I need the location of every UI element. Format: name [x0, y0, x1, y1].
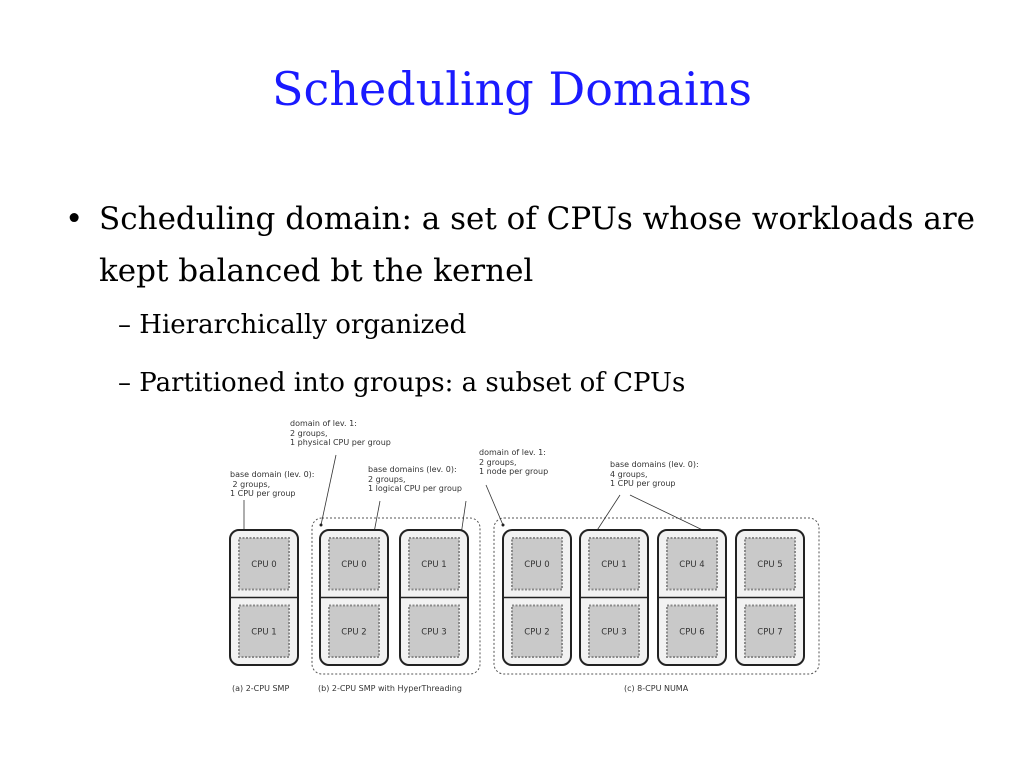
scheduling-domains-diagram: domain of lev. 1: 2 groups, 1 physical C… [228, 415, 828, 705]
leader-dot [501, 523, 505, 527]
cpu-label: CPU 0 [341, 560, 366, 570]
cpu-label: CPU 7 [757, 627, 782, 637]
cpu-label: CPU 3 [421, 627, 446, 637]
caption-b: (b) 2-CPU SMP with HyperThreading [318, 684, 462, 693]
cpu-label: CPU 1 [601, 560, 626, 570]
cpu-package: CPU 0 CPU 2 [319, 529, 389, 666]
annotation-c-level1: domain of lev. 1: 2 groups, 1 node per g… [479, 448, 549, 476]
cpu-chip [666, 537, 718, 591]
slide-title: Scheduling Domains [272, 62, 752, 116]
cpu-chip [666, 604, 718, 658]
bullet-dot: • [65, 201, 84, 237]
cpu-chip [408, 604, 460, 658]
cpu-label: CPU 0 [524, 560, 549, 570]
cpu-chip [511, 604, 563, 658]
cpu-package: CPU 4 CPU 6 [657, 529, 727, 666]
annotation-b-level1: domain of lev. 1: 2 groups, 1 physical C… [290, 419, 391, 447]
annotation-b-base: base domains (lev. 0): 2 groups, 1 logic… [368, 465, 462, 493]
cpu-chip [238, 604, 290, 658]
cpu-label: CPU 5 [757, 560, 782, 570]
leader-line [320, 454, 337, 526]
cpu-chip [328, 537, 380, 591]
leader-line [593, 494, 621, 536]
cpu-chip [744, 537, 796, 591]
domain-c-outline [493, 517, 820, 675]
leader-line [485, 484, 504, 526]
cpu-package: CPU 0 CPU 1 [229, 529, 299, 666]
cpu-label: CPU 2 [341, 627, 366, 637]
annotation-c-base: base domains (lev. 0): 4 groups, 1 CPU p… [610, 460, 699, 488]
cpu-chip [408, 537, 460, 591]
subbullet-text: Hierarchically organized [139, 310, 467, 340]
cpu-label: CPU 1 [251, 627, 276, 637]
diagram-graphics: CPU 0 CPU 1 CPU 0 CPU 2 CPU 1 CPU 3 CPU 0 CPU 2… [229, 454, 820, 675]
main-bullet: • Scheduling domain: a set of CPUs whose… [65, 193, 975, 297]
cpu-package: CPU 5 CPU 7 [735, 529, 805, 666]
subbullet-groups: – Partitioned into groups: a subset of C… [118, 368, 686, 398]
caption-a: (a) 2-CPU SMP [232, 684, 290, 693]
domain-b-outline [311, 517, 481, 675]
cpu-chip [328, 604, 380, 658]
cpu-label: CPU 6 [679, 627, 704, 637]
cpu-package: CPU 1 CPU 3 [399, 529, 469, 666]
cpu-chip [588, 537, 640, 591]
main-bullet-text: Scheduling domain: a set of CPUs whose w… [99, 201, 975, 289]
cpu-chip [238, 537, 290, 591]
cpu-label: CPU 0 [251, 560, 276, 570]
cpu-label: CPU 1 [421, 560, 446, 570]
leader-dot [319, 523, 323, 527]
leader-line [629, 494, 714, 536]
subbullet-hierarchy: – Hierarchically organized [118, 310, 467, 340]
cpu-label: CPU 2 [524, 627, 549, 637]
caption-c: (c) 8-CPU NUMA [624, 684, 689, 693]
cpu-package: CPU 1 CPU 3 [579, 529, 649, 666]
cpu-label: CPU 4 [679, 560, 704, 570]
cpu-package: CPU 0 CPU 2 [502, 529, 572, 666]
cpu-chip [511, 537, 563, 591]
leader-line [460, 500, 467, 536]
cpu-label: CPU 3 [601, 627, 626, 637]
subbullet-text: Partitioned into groups: a subset of CPU… [139, 368, 686, 398]
cpu-chip [588, 604, 640, 658]
cpu-chip [744, 604, 796, 658]
annotation-a-base: base domain (lev. 0): 2 groups, 1 CPU pe… [230, 470, 315, 498]
